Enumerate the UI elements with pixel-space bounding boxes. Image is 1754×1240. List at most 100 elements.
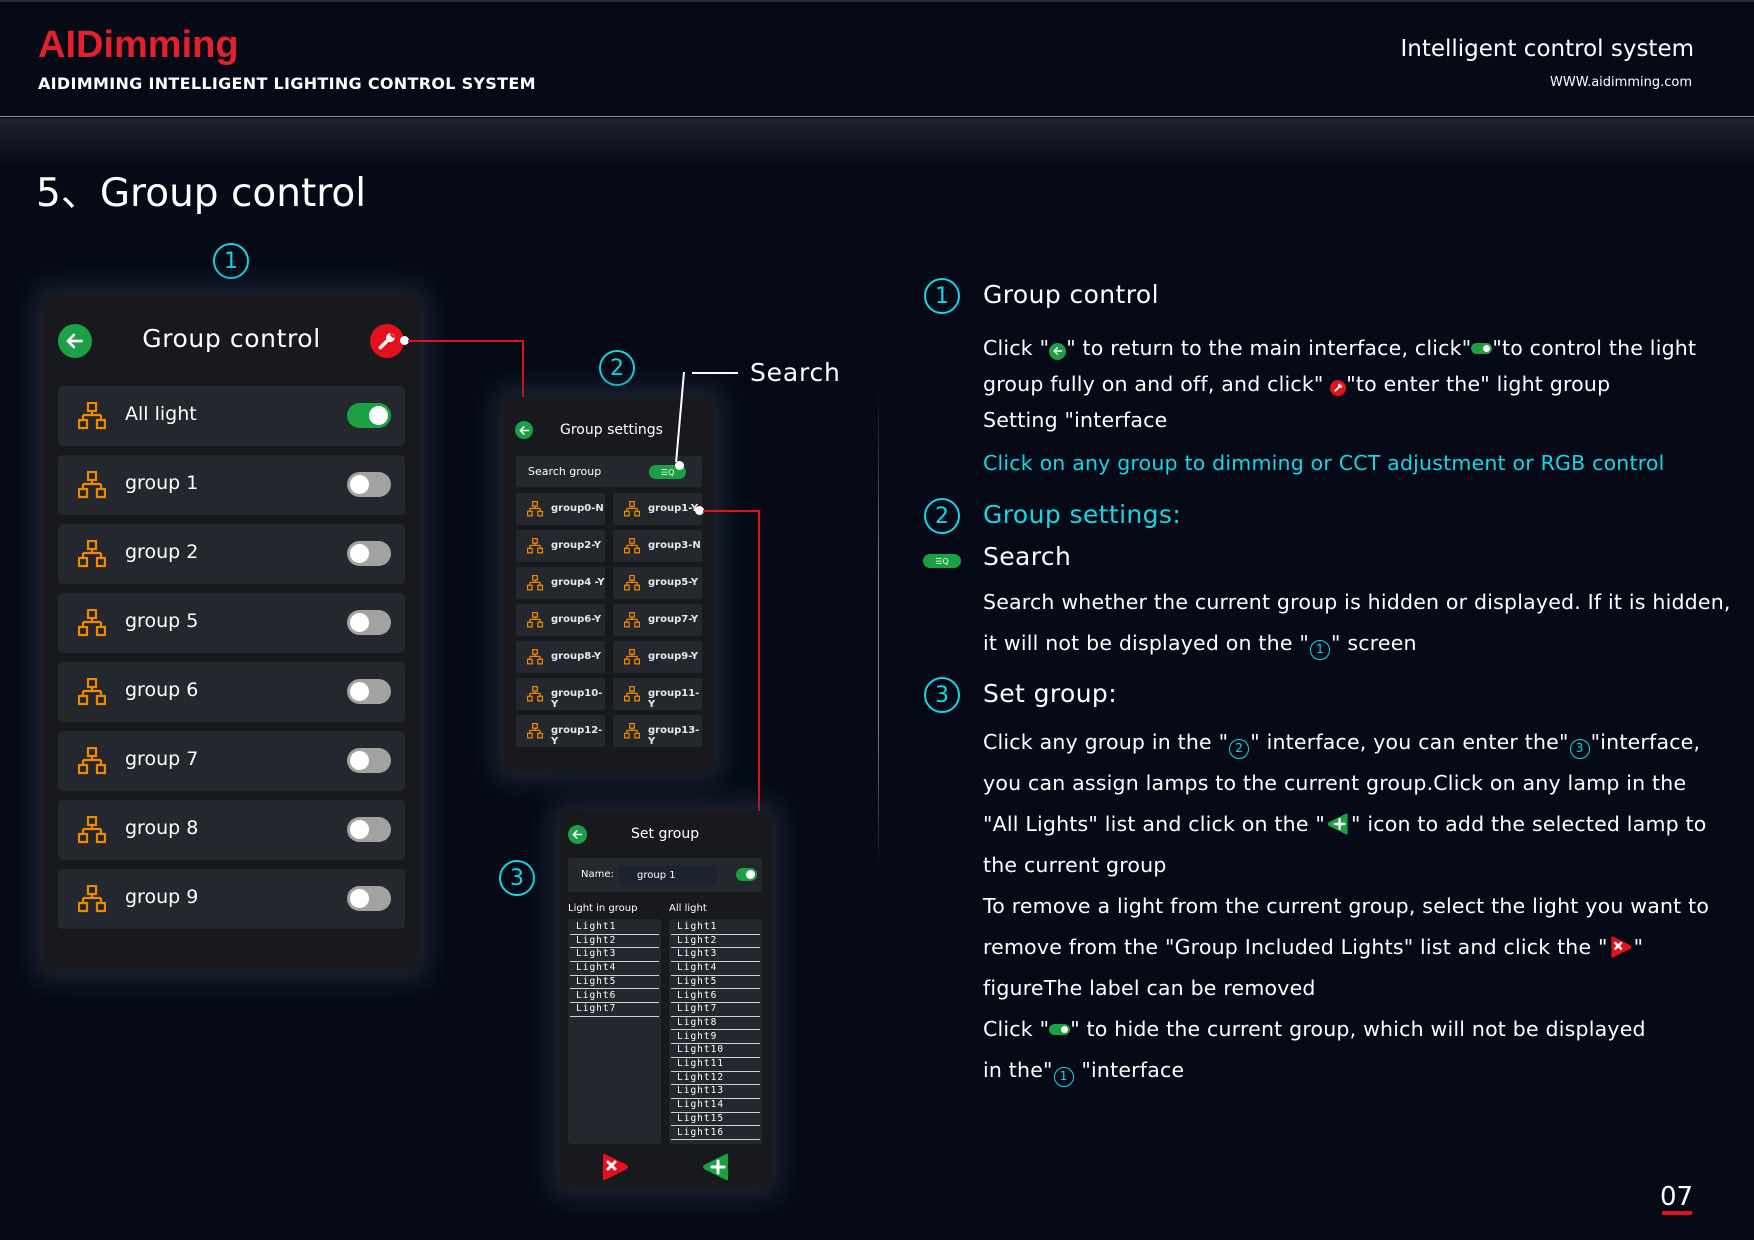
callout-line xyxy=(692,372,738,374)
group-icon xyxy=(624,612,640,628)
group-row[interactable]: group 9 xyxy=(58,869,405,929)
light-list-item[interactable]: Light6 xyxy=(671,990,760,1003)
group-icon xyxy=(527,501,543,517)
back-button[interactable] xyxy=(58,324,92,358)
toggle-knob xyxy=(746,870,755,879)
group-cell[interactable]: group3-N xyxy=(613,530,702,562)
group-icon xyxy=(527,723,543,739)
connector-line xyxy=(758,510,760,820)
section-3-title: Set group: xyxy=(983,679,1118,708)
name-label: Name: xyxy=(581,869,614,880)
group-cell-label: group4 -Y xyxy=(551,577,605,588)
group-cell[interactable]: group8-Y xyxy=(516,641,605,673)
group-power-toggle[interactable] xyxy=(347,817,391,842)
group-settings-button[interactable] xyxy=(370,324,404,358)
group-cell-label: group0-N xyxy=(551,503,604,514)
group-cell[interactable]: group7-Y xyxy=(613,604,702,636)
add-light-button[interactable] xyxy=(701,1152,731,1186)
light-list-item[interactable]: Light2 xyxy=(570,935,659,949)
group-icon xyxy=(624,501,640,517)
group-power-toggle[interactable] xyxy=(347,886,391,911)
light-list-item[interactable]: Light12 xyxy=(671,1072,760,1086)
light-list-item[interactable]: Light4 xyxy=(570,962,659,976)
hide-group-toggle[interactable] xyxy=(736,868,757,881)
remove-light-button[interactable] xyxy=(600,1152,630,1186)
group-cell-label: group13-Y xyxy=(648,725,700,747)
light-list-item[interactable]: Light11 xyxy=(671,1058,760,1072)
screen-title: Group settings xyxy=(560,422,663,438)
group-row[interactable]: group 5 xyxy=(58,593,405,653)
search-group-row: Search group ☰Q xyxy=(516,456,702,487)
search-group-label: Search group xyxy=(528,465,602,478)
text: in the" xyxy=(983,1058,1053,1082)
light-list-item[interactable]: Light2 xyxy=(671,935,760,949)
group-name-input[interactable]: group 1 xyxy=(618,866,717,884)
group-cell[interactable]: group0-N xyxy=(516,493,605,525)
group-power-toggle[interactable] xyxy=(347,472,391,497)
group-row[interactable]: group 7 xyxy=(58,731,405,791)
text: "interface xyxy=(1074,1058,1185,1082)
light-list-item[interactable]: Light15 xyxy=(671,1113,760,1127)
light-list-item[interactable]: Light4 xyxy=(671,962,760,976)
group-cell[interactable]: group2-Y xyxy=(516,530,605,562)
group-row-label: group 1 xyxy=(125,472,199,494)
group-cell[interactable]: group1-Y xyxy=(613,493,702,525)
light-list-item[interactable]: Light14 xyxy=(671,1099,760,1113)
group-icon xyxy=(527,538,543,554)
text: you can assign lamps to the current grou… xyxy=(983,771,1687,795)
group-row[interactable]: group 6 xyxy=(58,662,405,722)
light-list-item[interactable]: Light6 xyxy=(570,990,659,1003)
light-list-item[interactable]: Light3 xyxy=(570,948,659,962)
group-row[interactable]: group 2 xyxy=(58,524,405,584)
group-row[interactable]: All light xyxy=(58,386,405,446)
light-list-item[interactable]: Light1 xyxy=(671,921,760,935)
group-icon xyxy=(527,612,543,628)
group-icon xyxy=(527,649,543,665)
light-list-item[interactable]: Light7 xyxy=(570,1003,659,1017)
marker-1: 1 xyxy=(213,243,249,279)
section-2-text: Search whether the current group is hidd… xyxy=(983,582,1731,664)
group-power-toggle[interactable] xyxy=(347,679,391,704)
group-cell[interactable]: group13-Y xyxy=(613,715,702,747)
group-cell[interactable]: group11-Y xyxy=(613,678,702,710)
group-cell[interactable]: group5-Y xyxy=(613,567,702,599)
light-list-item[interactable]: Light3 xyxy=(671,948,760,962)
light-list-item[interactable]: Light5 xyxy=(671,976,760,990)
marker-2: 2 xyxy=(924,498,960,534)
group-power-toggle[interactable] xyxy=(347,748,391,773)
group-row[interactable]: group 8 xyxy=(58,800,405,860)
group-power-toggle[interactable] xyxy=(347,541,391,566)
group-row[interactable]: group 1 xyxy=(58,455,405,515)
search-subtitle: Search xyxy=(983,542,1072,571)
light-list-item[interactable]: Light5 xyxy=(570,976,659,990)
light-list-item[interactable]: Light13 xyxy=(671,1085,760,1099)
group-cell[interactable]: group10-Y xyxy=(516,678,605,710)
group-cell[interactable]: group6-Y xyxy=(516,604,605,636)
light-list-item[interactable]: Light16 xyxy=(671,1127,760,1140)
group-power-toggle[interactable] xyxy=(347,610,391,635)
group-row-label: group 5 xyxy=(125,610,199,632)
page-header: AIDimming AIDIMMING INTELLIGENT LIGHTING… xyxy=(0,0,1754,117)
connector-line xyxy=(703,510,760,512)
header-website-link[interactable]: WWW.aidimming.com xyxy=(1550,75,1692,90)
text: "to enter the" light group xyxy=(1346,372,1611,396)
marker-1: 1 xyxy=(924,278,960,314)
back-button[interactable] xyxy=(515,421,533,439)
text: " to hide the current group, which will … xyxy=(1070,1017,1646,1041)
group-cell-label: group9-Y xyxy=(648,651,699,662)
group-cell[interactable]: group4 -Y xyxy=(516,567,605,599)
group-cell[interactable]: group12-Y xyxy=(516,715,605,747)
back-button[interactable] xyxy=(568,825,587,844)
light-list-item[interactable]: Light10 xyxy=(671,1044,760,1058)
group-power-toggle[interactable] xyxy=(347,403,391,428)
light-list-item[interactable]: Light9 xyxy=(671,1031,760,1045)
toggle-knob xyxy=(350,682,369,701)
light-list-item[interactable]: Light7 xyxy=(671,1003,760,1017)
marker-3: 3 xyxy=(499,860,535,896)
light-list-item[interactable]: Light1 xyxy=(570,921,659,935)
light-list-item[interactable]: Light8 xyxy=(671,1017,760,1031)
group-cell[interactable]: group9-Y xyxy=(613,641,702,673)
screen-title: Set group xyxy=(631,826,700,842)
